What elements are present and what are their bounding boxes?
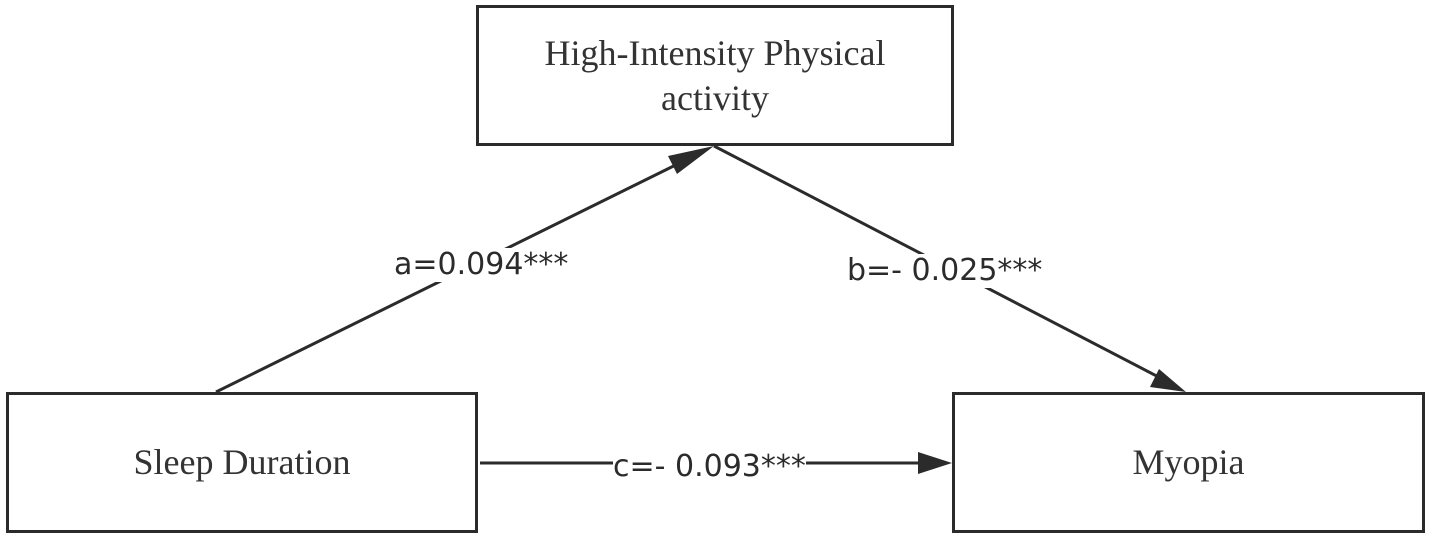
independent-variable-label: Sleep Duration	[133, 442, 351, 482]
dependent-variable-box: Myopia	[952, 392, 1425, 533]
path-b-coefficient: b=- 0.025***	[847, 253, 1043, 288]
independent-variable-box: Sleep Duration	[6, 392, 478, 533]
mediator-label: High-Intensity Physical activity	[544, 32, 886, 118]
arrowhead-c	[918, 452, 952, 474]
mediator-box: High-Intensity Physical activity	[476, 5, 954, 146]
arrowhead-a	[668, 146, 714, 174]
path-a-coefficient: a=0.094***	[394, 247, 569, 282]
path-c-coefficient: c=- 0.093***	[613, 449, 806, 484]
arrowhead-b	[1150, 369, 1186, 392]
dependent-variable-label: Myopia	[1132, 442, 1245, 482]
